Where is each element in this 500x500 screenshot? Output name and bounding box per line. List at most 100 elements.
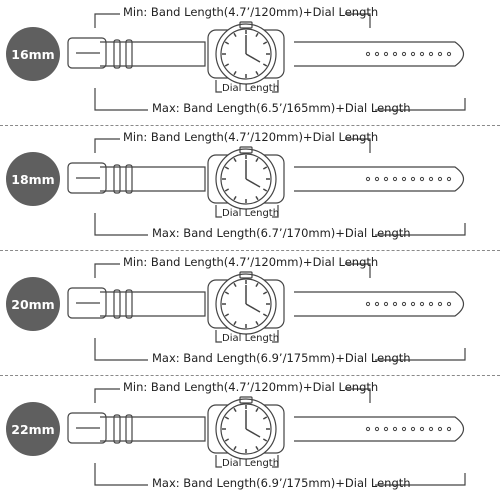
hour-marker bbox=[262, 313, 268, 317]
watch-band-drawing bbox=[67, 13, 466, 111]
watch-band-drawing bbox=[67, 263, 466, 361]
buckle-strap bbox=[100, 41, 206, 67]
hour-marker bbox=[233, 282, 237, 288]
max-length-label: Max: Band Length(6.9’/175mm)+Dial Length bbox=[152, 351, 411, 365]
hour-hand bbox=[245, 178, 261, 188]
dial-length-label: Dial Length bbox=[222, 83, 280, 94]
size-badge: 16mm bbox=[6, 27, 60, 81]
watch-dial bbox=[220, 28, 272, 80]
dial-bracket bbox=[215, 205, 279, 218]
band-keeper bbox=[125, 39, 133, 69]
watch-crown bbox=[239, 21, 253, 29]
buckle-strap bbox=[100, 291, 206, 317]
hour-marker bbox=[224, 188, 230, 192]
strap-hole bbox=[446, 176, 452, 182]
strap-hole bbox=[428, 426, 434, 432]
watch-dial bbox=[220, 278, 272, 330]
max-length-label: Max: Band Length(6.7’/170mm)+Dial Length bbox=[152, 226, 411, 240]
watch-crown bbox=[239, 271, 253, 279]
strap-hole bbox=[419, 301, 425, 307]
hour-hand bbox=[245, 303, 261, 313]
hour-marker bbox=[233, 407, 237, 413]
buckle-frame bbox=[67, 37, 107, 69]
min-length-label: Min: Band Length(4.7’/120mm)+Dial Length bbox=[123, 130, 379, 144]
hour-marker bbox=[255, 32, 259, 38]
strap-hole bbox=[437, 176, 443, 182]
max-bracket bbox=[94, 338, 466, 361]
strap-hole bbox=[392, 426, 398, 432]
strap-hole bbox=[401, 51, 407, 57]
strap-hole bbox=[419, 51, 425, 57]
dial-bracket bbox=[215, 80, 279, 93]
strap-hole bbox=[383, 51, 389, 57]
band-keeper bbox=[113, 39, 121, 69]
hour-marker bbox=[262, 438, 268, 442]
dial-length-label: Dial Length bbox=[222, 333, 280, 344]
size-badge: 18mm bbox=[6, 152, 60, 206]
hour-hand bbox=[245, 428, 261, 438]
strap-hole bbox=[428, 176, 434, 182]
dial-length-label: Dial Length bbox=[222, 208, 280, 219]
strap-hole bbox=[392, 176, 398, 182]
band-keeper bbox=[125, 289, 133, 319]
size-badge: 22mm bbox=[6, 402, 60, 456]
hour-marker bbox=[255, 407, 259, 413]
hour-marker bbox=[233, 195, 237, 201]
buckle-frame bbox=[67, 412, 107, 444]
max-bracket bbox=[94, 463, 466, 486]
panel-separator bbox=[0, 375, 500, 376]
hour-hand bbox=[245, 53, 261, 63]
panel-16mm: 16mm Min: Band Length(4.7’/120mm)+Dial L… bbox=[0, 0, 500, 125]
hour-marker bbox=[233, 32, 237, 38]
strap-hole bbox=[419, 426, 425, 432]
hour-marker bbox=[255, 445, 259, 451]
buckle-strap bbox=[100, 416, 206, 442]
dial-bracket bbox=[215, 330, 279, 343]
min-bracket bbox=[94, 263, 371, 278]
strap-hole bbox=[374, 426, 380, 432]
band-keeper bbox=[113, 414, 121, 444]
strap-hole bbox=[392, 51, 398, 57]
band-keeper bbox=[113, 164, 121, 194]
strap-hole bbox=[419, 176, 425, 182]
buckle-strap bbox=[100, 166, 206, 192]
hour-marker bbox=[233, 157, 237, 163]
dial-bracket bbox=[215, 455, 279, 468]
watch-crown bbox=[239, 146, 253, 154]
strap-hole bbox=[383, 426, 389, 432]
hour-marker bbox=[262, 291, 268, 295]
strap-hole bbox=[383, 301, 389, 307]
min-length-label: Min: Band Length(4.7’/120mm)+Dial Length bbox=[123, 255, 379, 269]
hour-marker bbox=[224, 438, 230, 442]
strap-hole bbox=[446, 51, 452, 57]
strap-hole bbox=[374, 176, 380, 182]
panel-separator bbox=[0, 250, 500, 251]
hour-marker bbox=[255, 195, 259, 201]
hour-marker bbox=[233, 320, 237, 326]
strap-hole bbox=[401, 176, 407, 182]
strap-hole bbox=[410, 426, 416, 432]
watch-band-drawing bbox=[67, 388, 466, 486]
hour-marker bbox=[224, 291, 230, 295]
max-bracket bbox=[94, 88, 466, 111]
hour-marker bbox=[233, 70, 237, 76]
panel-separator bbox=[0, 125, 500, 126]
watch-crown bbox=[239, 396, 253, 404]
hour-marker bbox=[255, 282, 259, 288]
holed-strap bbox=[294, 166, 465, 192]
hour-marker bbox=[262, 416, 268, 420]
min-length-label: Min: Band Length(4.7’/120mm)+Dial Length bbox=[123, 380, 379, 394]
strap-hole bbox=[437, 426, 443, 432]
hour-marker bbox=[233, 445, 237, 451]
strap-hole bbox=[446, 426, 452, 432]
strap-hole bbox=[374, 301, 380, 307]
hour-marker bbox=[262, 41, 268, 45]
watch-dial bbox=[220, 403, 272, 455]
strap-hole bbox=[446, 301, 452, 307]
band-keeper bbox=[113, 289, 121, 319]
strap-hole bbox=[401, 301, 407, 307]
buckle-frame bbox=[67, 162, 107, 194]
max-bracket bbox=[94, 213, 466, 236]
hour-marker bbox=[255, 157, 259, 163]
